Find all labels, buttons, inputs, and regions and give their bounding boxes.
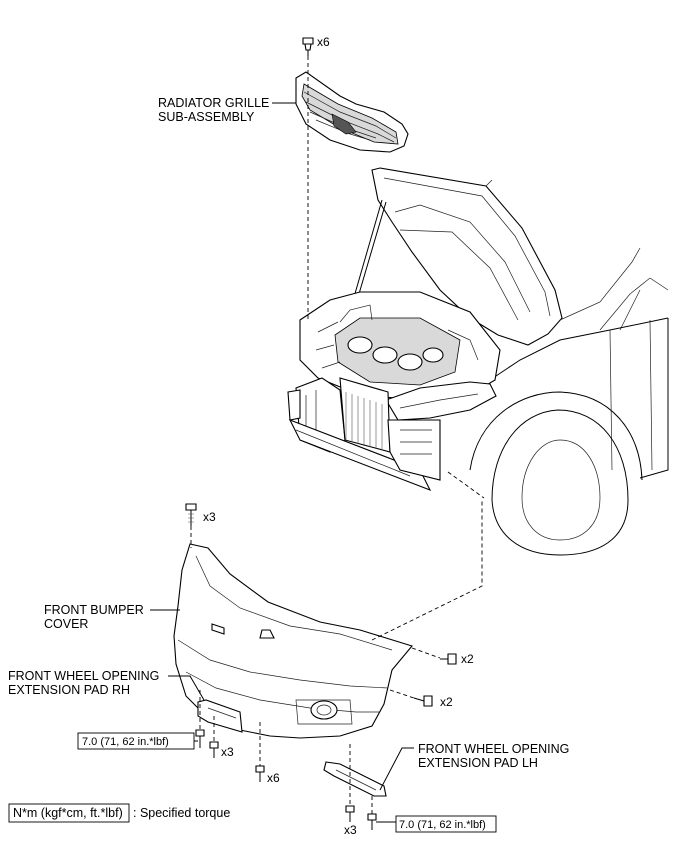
bottom-screw-icon xyxy=(255,765,265,782)
wheel-pad-rh-part xyxy=(197,699,243,733)
vehicle-front-illustration xyxy=(287,167,669,556)
bumper-alignment-line xyxy=(371,500,483,641)
front-bumper-label-line2: COVER xyxy=(44,617,88,631)
grille-clips-qty: x6 xyxy=(317,35,330,49)
torque-value-lh: 7.0 (71, 62 in.*lbf) xyxy=(399,819,486,831)
pad-lh-label-line1: FRONT WHEEL OPENING xyxy=(418,742,569,756)
pad-lh-label-line2: EXTENSION PAD LH xyxy=(418,756,538,770)
bumper-top-screws-qty: x3 xyxy=(203,510,216,524)
pad-rh-screw-icon xyxy=(195,729,219,758)
radiator-grille-label-line1: RADIATOR GRILLE xyxy=(158,96,269,110)
pad-lh-screws-qty: x3 xyxy=(344,823,357,837)
legend-unit-box xyxy=(8,803,130,823)
bumper-top-screw-icon xyxy=(185,503,197,526)
side-screw-lower-icon xyxy=(413,695,433,707)
radiator-grille-part xyxy=(295,71,409,153)
grille-clip-icon xyxy=(302,37,314,56)
legend-description: : Specified torque xyxy=(133,806,230,820)
torque-value-rh: 7.0 (71, 62 in.*lbf) xyxy=(82,736,169,748)
pad-rh-label-line1: FRONT WHEEL OPENING xyxy=(8,669,159,683)
pad-rh-label-line2: EXTENSION PAD RH xyxy=(8,683,130,697)
torque-box-lh xyxy=(395,815,497,833)
legend-unit-text: N*m (kgf*cm, ft.*lbf) xyxy=(13,806,123,820)
pad-rh-screws-qty: x3 xyxy=(221,745,234,759)
front-bumper-cover-part xyxy=(173,543,413,739)
side-screw-upper-icon xyxy=(440,653,457,665)
radiator-grille-label-line2: SUB-ASSEMBLY xyxy=(158,110,255,124)
pad-lh-screw-icon xyxy=(345,805,377,830)
side-screws-lower-qty: x2 xyxy=(440,695,453,709)
side-screws-upper-qty: x2 xyxy=(461,652,474,666)
wheel-pad-lh-part xyxy=(323,761,387,797)
front-bumper-label-line1: FRONT BUMPER xyxy=(44,603,144,617)
bottom-screws-qty: x6 xyxy=(267,771,280,785)
